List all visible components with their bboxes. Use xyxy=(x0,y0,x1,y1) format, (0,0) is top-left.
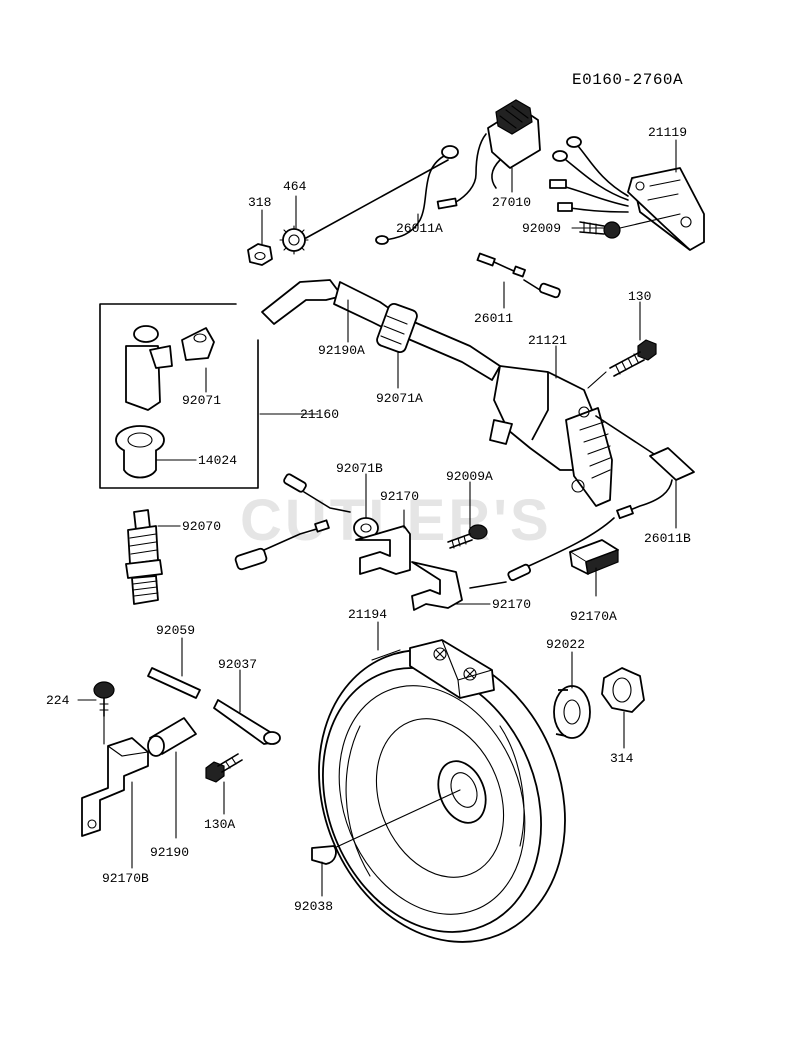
key-92038 xyxy=(311,845,337,865)
clip-92170A xyxy=(569,539,619,575)
label-92059: 92059 xyxy=(156,623,195,638)
spacer-92190 xyxy=(147,717,197,757)
lock-washer-464 xyxy=(279,225,309,255)
bolt-130A xyxy=(205,753,243,783)
label-27010: 27010 xyxy=(492,195,531,210)
label-92009: 92009 xyxy=(522,221,561,236)
label-92190A: 92190A xyxy=(318,343,365,358)
ground-wire-26011A xyxy=(305,145,459,245)
ignition-coil-21121 xyxy=(261,279,613,507)
label-14024: 14024 xyxy=(198,453,237,468)
screw-92009 xyxy=(579,213,681,239)
wire-26011 xyxy=(476,252,561,299)
spark-plug-cap-kit-21160 xyxy=(99,303,259,489)
flywheel-21194 xyxy=(318,639,566,943)
label-92071A: 92071A xyxy=(376,391,423,406)
label-92170A: 92170A xyxy=(570,609,617,624)
bracket-92170 xyxy=(355,525,491,611)
label-92070: 92070 xyxy=(182,519,221,534)
screw-92009A xyxy=(447,524,488,549)
label-314: 314 xyxy=(610,751,634,766)
label-92009A: 92009A xyxy=(446,469,493,484)
label-26011A: 26011A xyxy=(396,221,443,236)
label-92071B: 92071B xyxy=(336,461,383,476)
label-92022: 92022 xyxy=(546,637,585,652)
label-21160: 21160 xyxy=(300,407,339,422)
spark-plug-92070 xyxy=(125,509,181,605)
cotter-pin-92037 xyxy=(213,699,281,745)
nut-314 xyxy=(601,667,645,713)
label-26011B: 26011B xyxy=(644,531,691,546)
bracket-92170B xyxy=(81,737,149,837)
lead-assembly xyxy=(234,473,351,571)
label-92170B: 92170B xyxy=(102,871,149,886)
label-21121: 21121 xyxy=(528,333,567,348)
label-92170-lower: 92170 xyxy=(492,597,531,612)
part-labels: 318 464 26011A 27010 21119 92009 26011 1… xyxy=(46,125,691,914)
label-92170: 92170 xyxy=(380,489,419,504)
label-464: 464 xyxy=(283,179,307,194)
nut-318 xyxy=(247,243,273,266)
label-130A: 130A xyxy=(204,817,235,832)
wire-26011B xyxy=(469,415,695,589)
label-21194: 21194 xyxy=(348,607,387,622)
label-92071: 92071 xyxy=(182,393,221,408)
leader-lines xyxy=(77,139,677,897)
label-26011: 26011 xyxy=(474,311,513,326)
label-318: 318 xyxy=(248,195,271,210)
screw-224 xyxy=(93,681,115,745)
ignition-module-21119 xyxy=(549,136,705,251)
diagram-reference: E0160-2760A xyxy=(572,71,683,89)
pin-92059 xyxy=(147,667,201,699)
bolt-130 xyxy=(587,339,657,389)
label-92190: 92190 xyxy=(150,845,189,860)
label-130: 130 xyxy=(628,289,651,304)
label-21119: 21119 xyxy=(648,125,687,140)
stop-switch-27010 xyxy=(436,99,541,210)
label-92038: 92038 xyxy=(294,899,333,914)
washer-92022 xyxy=(553,685,591,739)
label-224: 224 xyxy=(46,693,70,708)
label-92037: 92037 xyxy=(218,657,257,672)
